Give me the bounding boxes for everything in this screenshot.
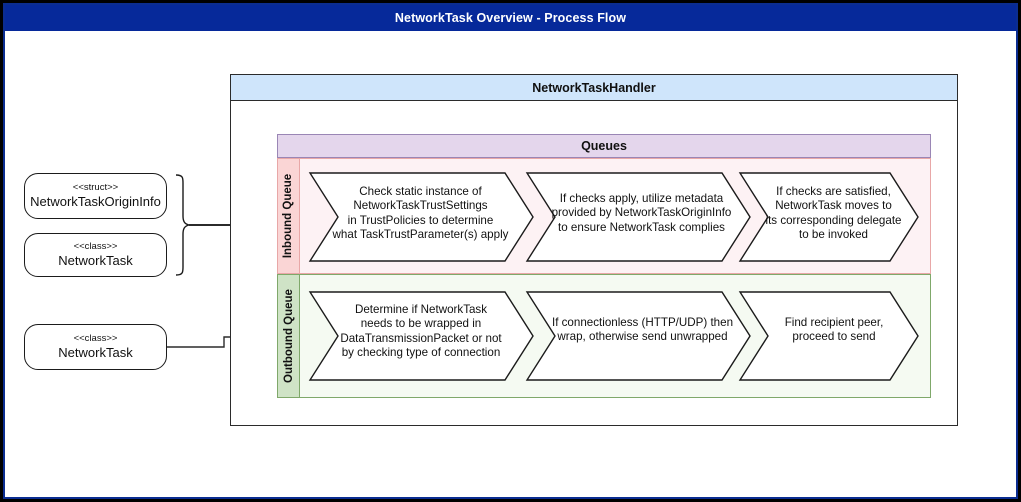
queue-label-outbound-text: Outbound Queue [282,289,295,383]
entity-stereotype: <<struct>> [72,182,119,194]
queues-header: Queues [277,134,931,158]
entity-name: NetworkTask [58,253,133,269]
entity-network-task-outbound[interactable]: <<class>> NetworkTask [24,324,167,370]
entity-network-task-origin-info[interactable]: <<struct>> NetworkTaskOriginInfo [24,173,167,219]
queues-title: Queues [581,139,627,153]
network-task-handler-title: NetworkTaskHandler [532,80,656,95]
title-bar: NetworkTask Overview - Process Flow [5,5,1016,31]
network-task-handler-header: NetworkTaskHandler [230,74,958,101]
queue-row-inbound: Inbound Queue [277,158,931,274]
queue-label-inbound: Inbound Queue [278,159,300,273]
queue-label-outbound: Outbound Queue [278,275,300,397]
queue-label-inbound-text: Inbound Queue [282,173,295,259]
page-title: NetworkTask Overview - Process Flow [394,11,627,25]
queue-row-outbound: Outbound Queue [277,274,931,398]
entity-network-task-inbound[interactable]: <<class>> NetworkTask [24,233,167,277]
entity-name: NetworkTask [58,345,133,361]
entity-name: NetworkTaskOriginInfo [30,194,161,210]
entity-stereotype: <<class>> [73,333,118,345]
entity-stereotype: <<class>> [73,241,118,253]
